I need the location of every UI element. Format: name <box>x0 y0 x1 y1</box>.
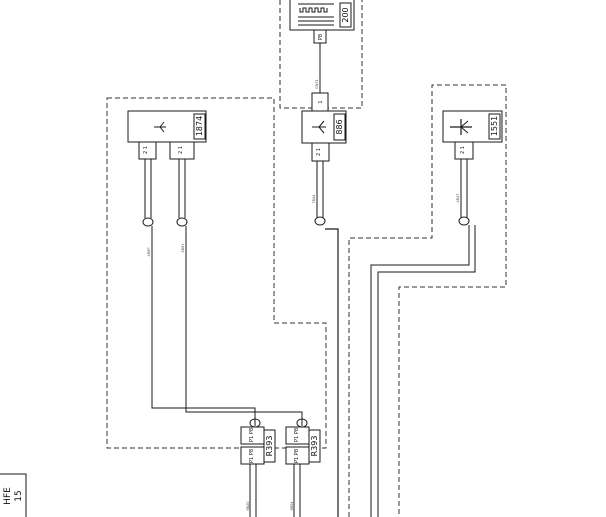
component-200[interactable]: 200 P8 <box>289 0 355 44</box>
component-886[interactable]: 886 2 1 <box>301 110 347 162</box>
component-886-pins: 2 1 <box>316 148 322 156</box>
wire-label-9b20: 9B20 <box>246 501 250 510</box>
corner-label-line1: HFE <box>3 487 13 505</box>
connector-r393-right[interactable]: R393 P1 P8 P1 P8 <box>285 426 321 465</box>
wire-label-gn71: GN71 <box>315 79 319 89</box>
r393-left-id: R393 <box>265 436 274 457</box>
wire-label-9b04: 9B04 <box>290 501 294 511</box>
svg-text:P1 P8: P1 P8 <box>294 449 300 463</box>
component-1551-id: 1551 <box>490 116 499 136</box>
wire-1551-down-b <box>377 225 476 517</box>
component-1551[interactable]: 1551 2 1 <box>442 110 503 160</box>
connector-r393-left[interactable]: R393 P1 P8 P1 P8 <box>240 426 276 465</box>
wire-label-4b0y: 4B0Y <box>181 243 185 253</box>
antenna-symbol <box>312 120 326 134</box>
wire-label-7b44: 7B44 <box>312 194 316 204</box>
component-1874[interactable]: 1874 2 1 2 1 <box>127 110 207 160</box>
capacitor-symbol <box>298 3 334 26</box>
component-1551-pins: 2 1 <box>460 146 466 154</box>
svg-text:P1 P8: P1 P8 <box>249 428 255 442</box>
wire-1551-down-a <box>370 225 470 517</box>
component-200-id: 200 <box>341 7 350 22</box>
wire-1874-a <box>151 226 256 426</box>
component-200-pin: P8 <box>318 34 324 40</box>
shield-ring-886 <box>314 216 326 226</box>
shield-ring-1874-a <box>142 217 154 227</box>
shield-ring-1551 <box>458 216 470 226</box>
component-1874-pins-left: 2 1 <box>143 146 149 154</box>
r393-right-id: R393 <box>310 436 319 457</box>
page-corner-label: HFE 15 <box>0 473 27 517</box>
component-1874-pins-right: 2 1 <box>178 146 184 154</box>
corner-label-line2: 15 <box>14 490 24 501</box>
component-886-id: 886 <box>335 119 344 134</box>
svg-text:1: 1 <box>318 100 324 103</box>
enclosure-1874 <box>106 97 327 449</box>
wire-label-4b0p: 4B0P <box>147 248 151 257</box>
svg-text:P1 P8: P1 P8 <box>294 428 300 442</box>
wire-886-down <box>325 228 339 517</box>
component-1874-id: 1874 <box>195 116 204 136</box>
wire-label-4b47: 4B47 <box>456 193 460 202</box>
svg-text:P1 P8: P1 P8 <box>249 449 255 463</box>
antenna-symbol <box>450 119 472 135</box>
shield-ring-1874-b <box>176 217 188 227</box>
enclosure-1551 <box>348 84 507 517</box>
wire-1874-b <box>185 226 303 426</box>
antenna-symbol <box>154 121 166 133</box>
